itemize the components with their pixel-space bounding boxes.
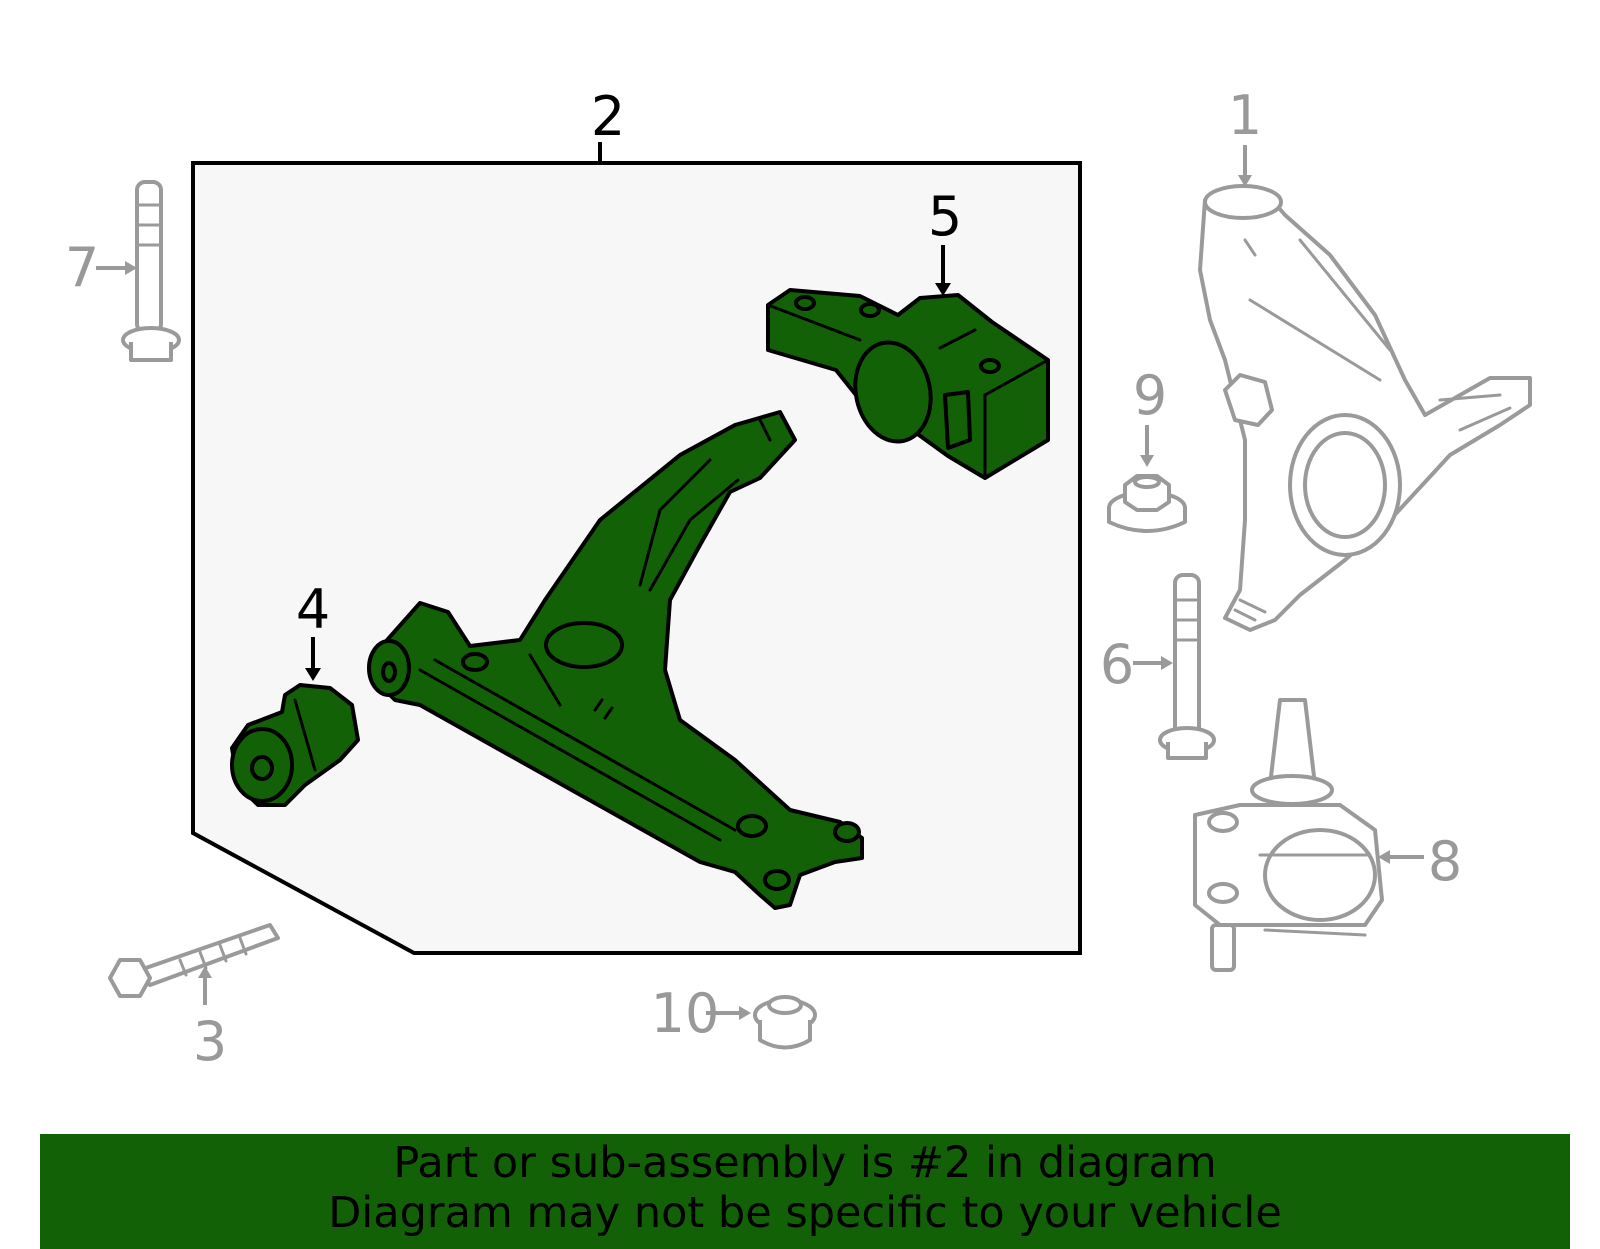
callout-8: 8 (1428, 830, 1462, 893)
callout-7-arrowhead (125, 261, 137, 275)
parts-diagram: 2 5 (65, 84, 1532, 1073)
callout-8-arrowhead (1378, 850, 1390, 864)
banner-line-2: Diagram may not be specific to your vehi… (328, 1188, 1282, 1238)
callout-1-arrowhead (1238, 175, 1252, 187)
callout-9-arrowhead (1140, 455, 1154, 467)
callout-10-arrowhead (739, 1006, 751, 1020)
callout-4: 4 (296, 578, 330, 641)
bolt-part-3[interactable] (108, 923, 280, 998)
banner-line-1: Part or sub-assembly is #2 in diagram (393, 1138, 1217, 1188)
callout-3-arrowhead (198, 966, 212, 978)
bushing-part-4[interactable] (230, 683, 360, 807)
callout-5: 5 (928, 185, 962, 248)
callout-2: 2 (591, 85, 625, 148)
callout-10: 10 (651, 982, 720, 1045)
nut-part-10[interactable] (753, 995, 817, 1050)
callout-1: 1 (1228, 84, 1262, 147)
control-arm-part-2[interactable] (367, 410, 864, 910)
callout-9: 9 (1133, 364, 1167, 427)
callout-5-arrowhead (935, 283, 951, 296)
nut-part-9[interactable] (1107, 474, 1187, 533)
bolt-part-7[interactable] (121, 180, 181, 362)
bushing-bracket-part-5[interactable] (766, 288, 1050, 480)
bolt-part-6[interactable] (1158, 573, 1216, 760)
callout-7: 7 (65, 236, 99, 299)
ball-joint-part-8[interactable] (1193, 698, 1384, 972)
info-banner: Part or sub-assembly is #2 in diagram Di… (40, 1134, 1570, 1249)
steering-knuckle-part-1[interactable] (1198, 184, 1532, 632)
callout-6-arrowhead (1161, 656, 1173, 670)
callout-3: 3 (193, 1010, 227, 1073)
callout-4-arrowhead (305, 668, 321, 681)
callout-6: 6 (1100, 633, 1134, 696)
